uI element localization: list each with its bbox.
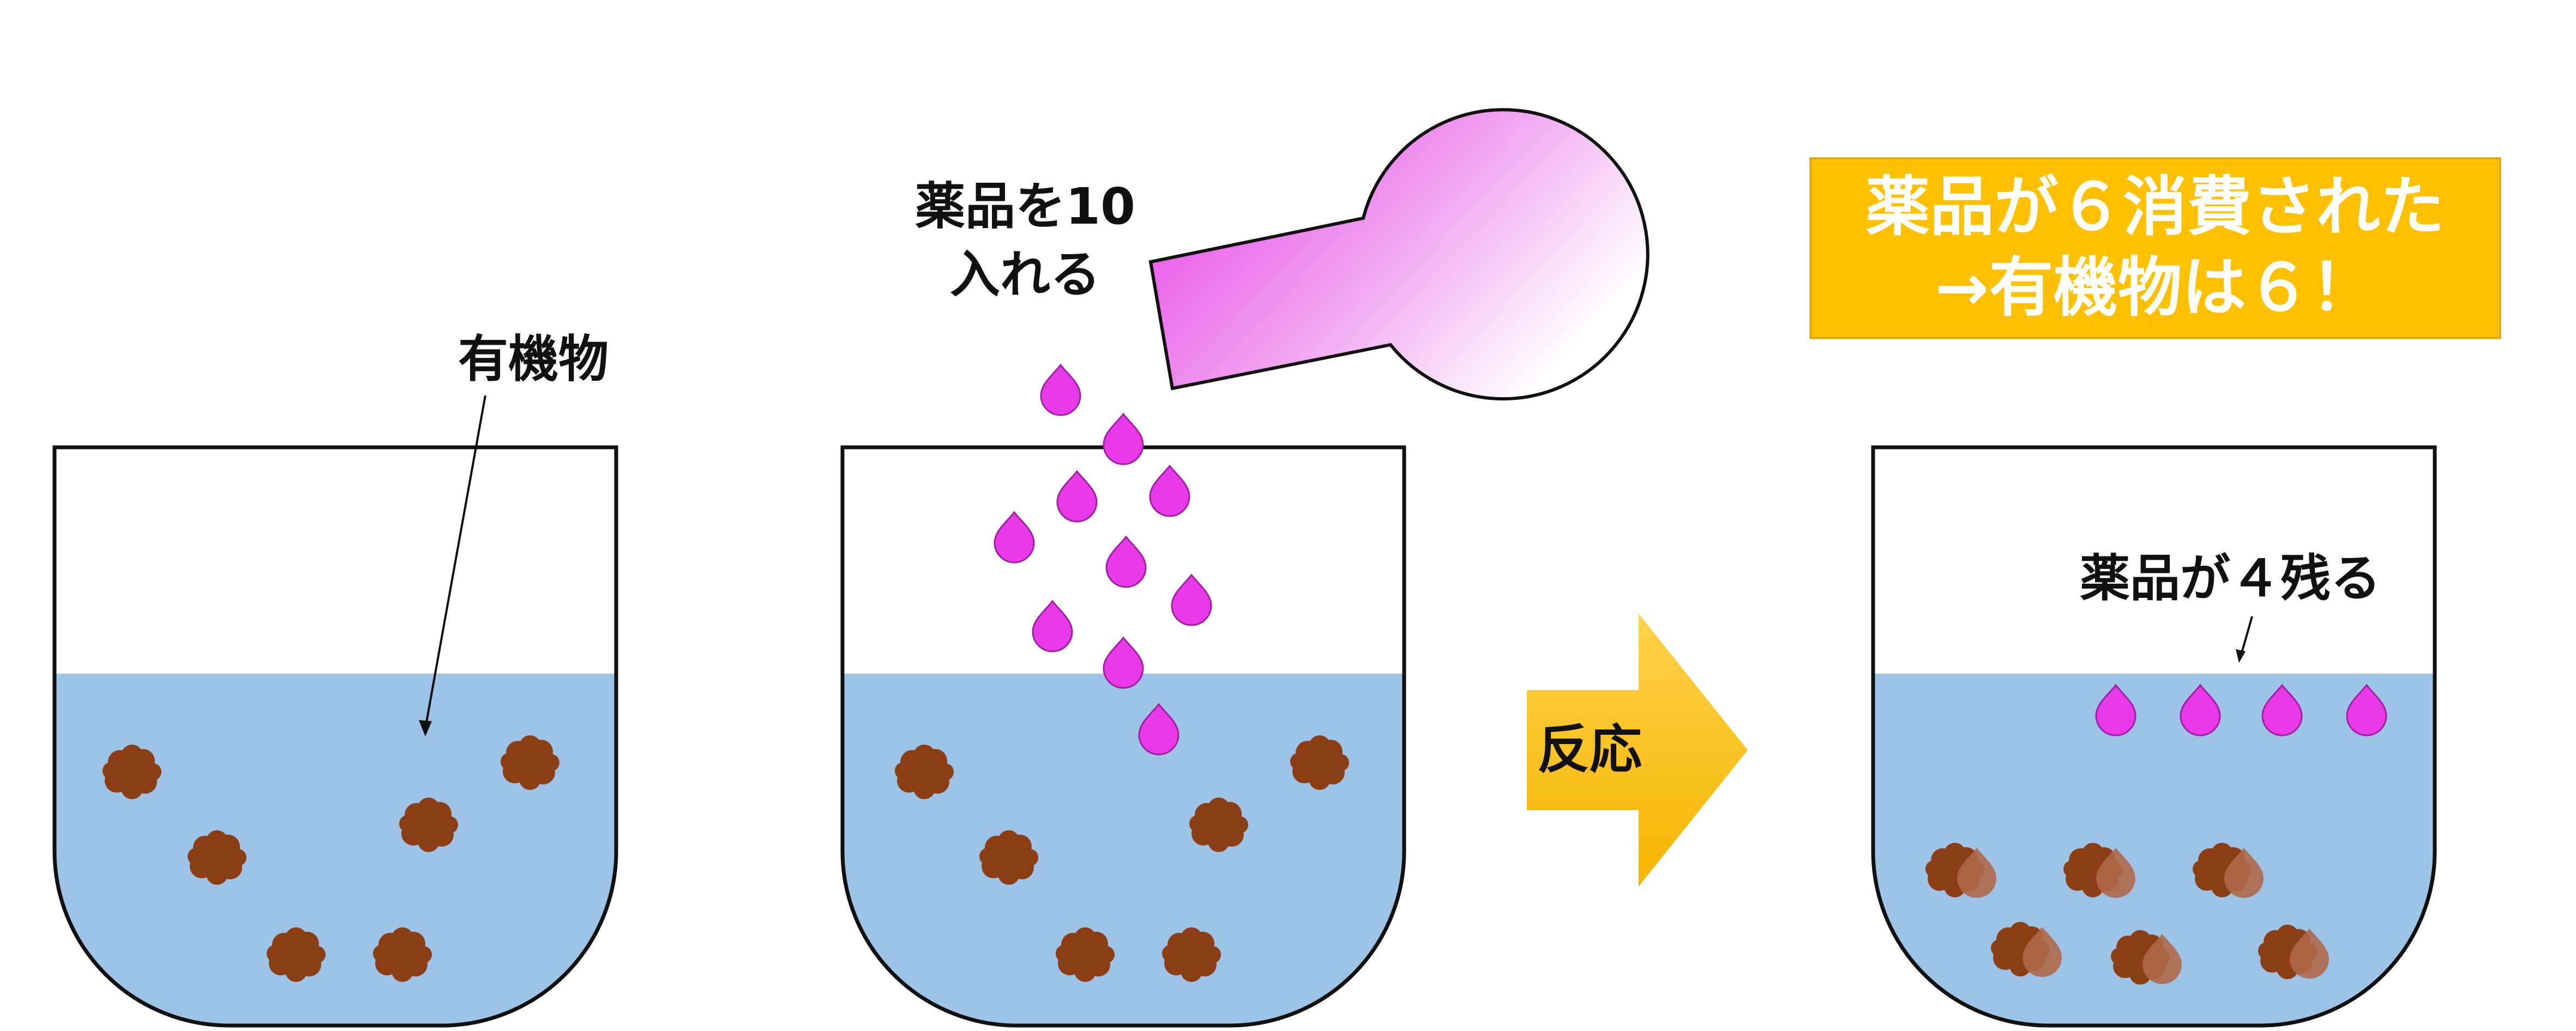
arrow-shape xyxy=(1527,614,1748,886)
reagent-flask xyxy=(1148,108,1650,401)
reagent-drop xyxy=(1171,574,1212,626)
banner-line2: →有機物は６！ xyxy=(1935,250,2375,325)
vessel-outline xyxy=(1871,445,2437,1028)
water xyxy=(55,674,616,1026)
reaction-arrow: 反応 xyxy=(1527,614,1748,886)
vessel-initial xyxy=(52,445,618,1028)
vessel-outline xyxy=(840,445,1406,1028)
vessel-after xyxy=(1871,445,2437,1028)
remaining-pointer-line xyxy=(2240,616,2253,655)
reagent-drop xyxy=(1056,470,1098,523)
flask-body xyxy=(1148,108,1650,401)
water xyxy=(842,674,1404,1026)
reagent-drop xyxy=(1032,600,1073,652)
reagent-drop xyxy=(1040,364,1081,416)
vessel-outline xyxy=(52,445,618,1028)
organic-label: 有機物 xyxy=(458,330,609,388)
add-reagent-label-line1: 薬品を10 xyxy=(915,177,1135,236)
result-banner: 薬品が６消費された →有機物は６！ xyxy=(1809,157,2501,339)
add-reagent-label-line2: 入れる xyxy=(950,245,1100,304)
remaining-label: 薬品が４残る xyxy=(2080,549,2381,608)
reaction-label: 反応 xyxy=(1537,719,1642,780)
reagent-drop xyxy=(1149,465,1190,517)
banner-line1: 薬品が６消費された xyxy=(1865,169,2445,244)
reagent-drop xyxy=(1103,637,1144,689)
banner-background xyxy=(1809,157,2501,339)
vessel-adding xyxy=(840,445,1406,1028)
reagent-drop xyxy=(1103,413,1144,465)
organic-pointer-head xyxy=(419,720,432,736)
reagent-drop xyxy=(994,511,1035,564)
organic-pointer-line xyxy=(424,395,486,729)
remaining-pointer-head xyxy=(2236,649,2246,663)
reagent-drop xyxy=(1105,536,1147,588)
